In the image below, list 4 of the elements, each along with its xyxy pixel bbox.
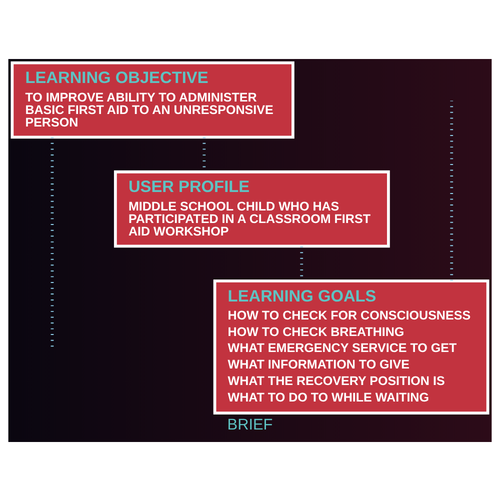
node-box: LEARNING GOALS HOW TO CHECK FOR CONSCIOUSNESS HOW TO CHECK BREATHING WHAT EMERGENCY SERVICE TO GET WHAT INFORMATION TO GIVE WHAT THE RECOVERY POSITION IS WHAT TO DO TO WHILE WAITING bbox=[213, 278, 490, 414]
node-box: LEARNING OBJECTIVE TO IMPROVE ABILITY TO ADMINISTER BASIC FIRST AID TO AN UNRESPONSIVE PERSON bbox=[10, 60, 294, 138]
node-box: USER PROFILE MIDDLE SCHOOL CHILD WHO HAS PARTICIPATED IN A CLASSROOM FIRST AID WORKSHOP bbox=[114, 170, 390, 248]
caption: BRIEF bbox=[227, 416, 273, 433]
